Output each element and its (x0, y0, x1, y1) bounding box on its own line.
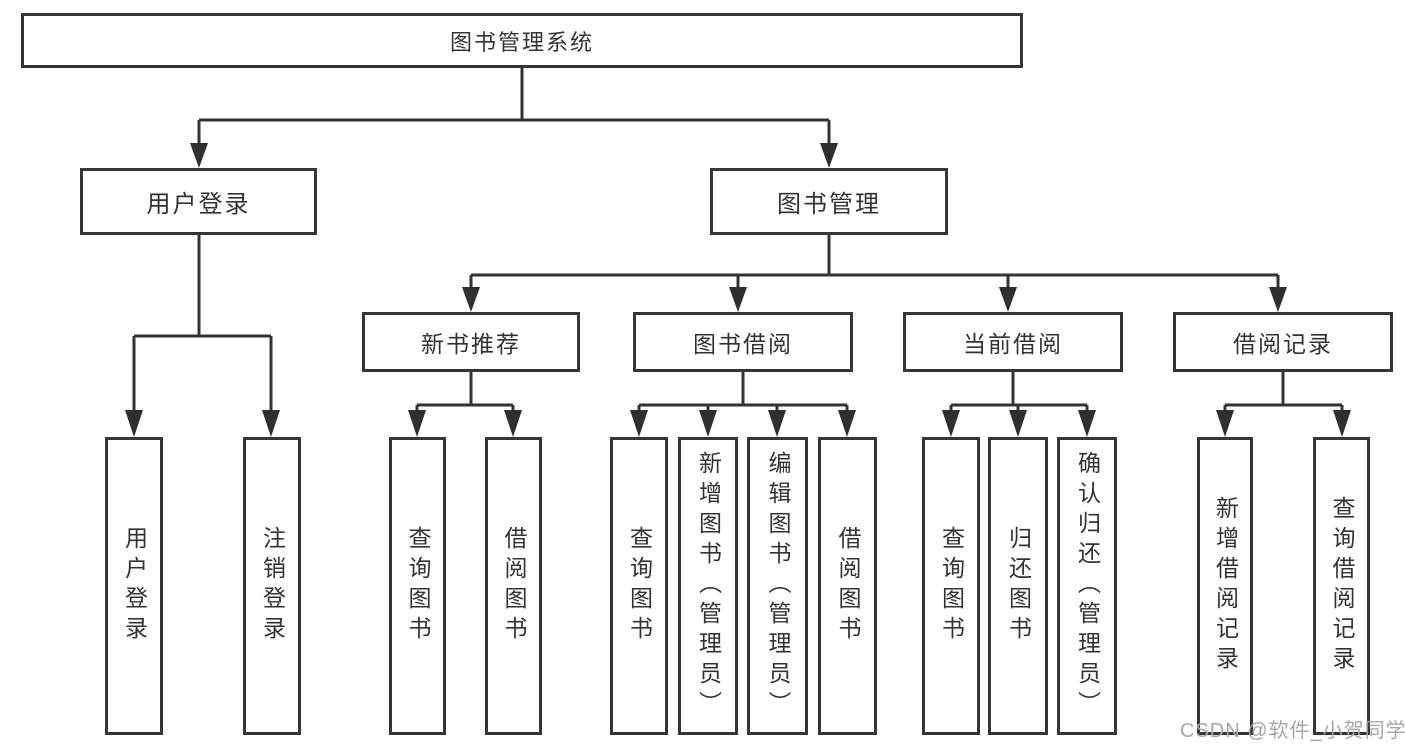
leaf-query-books-borrow: 查询图书 (610, 437, 668, 735)
arrowhead (1269, 287, 1287, 312)
arrowhead (462, 287, 480, 312)
leaf-query-books-recommend: 查询图书 (389, 437, 446, 735)
arrowhead (1078, 410, 1096, 437)
leaf-confirm-return-admin: 确认归还（管理员） (1057, 437, 1117, 735)
arrowhead (838, 410, 856, 437)
leaf-borrow-books-recommend: 借阅图书 (485, 437, 542, 735)
leaf-add-books-admin: 新增图书（管理员） (678, 437, 738, 735)
arrowhead (630, 410, 648, 437)
node-user-login: 用户登录 (80, 168, 317, 235)
leaf-add-borrow-record: 新增借阅记录 (1197, 437, 1253, 735)
arrowhead (999, 287, 1017, 312)
node-borrow-records: 借阅记录 (1173, 312, 1393, 372)
arrowhead (408, 410, 426, 437)
node-current-borrow: 当前借阅 (903, 312, 1123, 372)
leaf-query-books-current: 查询图书 (922, 437, 980, 735)
leaf-query-borrow-record: 查询借阅记录 (1313, 437, 1370, 735)
arrowhead (1009, 410, 1027, 437)
arrowhead (1333, 410, 1351, 437)
node-book-management: 图书管理 (710, 168, 948, 235)
leaf-logout: 注销登录 (243, 437, 301, 735)
arrowhead (504, 410, 522, 437)
arrowhead (820, 143, 838, 168)
node-root-library-management-system: 图书管理系统 (21, 13, 1023, 68)
leaf-borrow-books: 借阅图书 (818, 437, 877, 735)
node-book-borrow: 图书借阅 (633, 312, 853, 372)
arrowhead (729, 287, 747, 312)
arrowhead (942, 410, 960, 437)
leaf-edit-books-admin: 编辑图书（管理员） (747, 437, 808, 735)
node-new-book-recommend: 新书推荐 (362, 312, 580, 372)
arrowhead (190, 143, 208, 168)
leaf-return-books: 归还图书 (988, 437, 1048, 735)
csdn-watermark: CSDN @软件_小贺同学 (1180, 720, 1405, 742)
arrowhead (262, 410, 280, 437)
arrowhead (125, 410, 143, 437)
arrowhead (699, 410, 717, 437)
arrowhead (768, 410, 786, 437)
arrowhead (1216, 410, 1234, 437)
leaf-user-login: 用户登录 (105, 437, 163, 735)
